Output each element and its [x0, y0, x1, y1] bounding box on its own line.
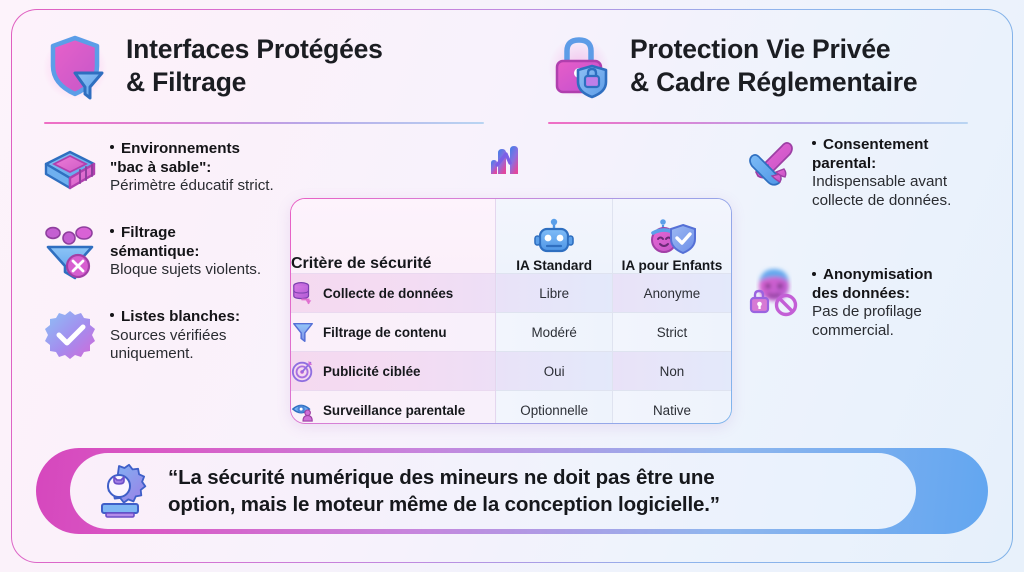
left-panel-divider — [44, 122, 484, 124]
table-cell-criterion: Surveillance parentale — [291, 390, 497, 423]
quote-banner-body: “La sécurité numérique des mineurs ne do… — [70, 453, 916, 529]
bullet-dot-icon — [110, 229, 114, 234]
analytics-chart-icon — [484, 141, 526, 181]
list-item-heading: Listes blanches: — [110, 308, 298, 327]
table-header-standard: IA Standard — [495, 199, 613, 274]
bullet-dot-icon — [110, 145, 114, 150]
shield-funnel-icon — [43, 30, 110, 102]
list-item-heading-line1: Filtrage — [121, 224, 176, 241]
table-cell-standard: Libre — [495, 273, 613, 313]
list-item-text: Filtrage sémantique: Bloque sujets viole… — [110, 220, 298, 280]
bullet-dot-icon — [110, 313, 114, 318]
anonymisation-face-lock-icon — [742, 264, 802, 324]
list-item-heading-line2: sémantique: — [110, 242, 200, 260]
list-item-heading-line1: Environnements — [121, 140, 240, 157]
list-item: Consentement parental: Indispensable ava… — [742, 132, 998, 210]
list-item-heading-line2: "bac à sable": — [110, 158, 212, 176]
quote-line-1: “La sécurité numérique des mineurs ne do… — [168, 465, 715, 489]
list-item-heading: Filtrage — [110, 224, 298, 243]
table-cell-kids: Strict — [612, 312, 731, 352]
list-item-text: Listes blanches: Sources vérifiées uniqu… — [110, 304, 298, 364]
table-header-row: Critère de sécurité — [291, 199, 731, 274]
list-item-heading-line1: Consentement — [823, 136, 929, 153]
left-panel-title-line2: & Filtrage — [126, 67, 247, 97]
table-header-criterion: Critère de sécurité — [291, 199, 497, 274]
robot-icon — [496, 217, 612, 257]
list-item-heading: Anonymisation — [812, 266, 998, 285]
table-cell-criterion-label: Filtrage de contenu — [323, 324, 447, 340]
table-header-standard-label: IA Standard — [516, 258, 593, 273]
table-cell-kids: Non — [612, 351, 731, 391]
quote-banner: “La sécurité numérique des mineurs ne do… — [36, 448, 988, 534]
parental-eye-icon — [291, 398, 315, 422]
list-item-detail: Périmètre éducatif strict. — [110, 177, 274, 195]
list-item-detail: Pas de profilage commercial. — [812, 303, 922, 339]
table-row: Filtrage de contenu Modéré Strict — [291, 312, 731, 352]
parental-consent-hands-icon — [742, 134, 802, 194]
list-item-text: Anonymisation des données: Pas de profil… — [812, 262, 998, 340]
right-panel-divider — [548, 122, 968, 124]
child-robot-shield-icon — [613, 217, 731, 257]
left-panel-header: Interfaces Protégées & Filtrage — [43, 30, 464, 102]
padlock-shield-icon — [548, 30, 614, 102]
right-panel-title-line2: & Cadre Réglementaire — [630, 67, 918, 97]
comparison-table: Critère de sécurité — [290, 198, 732, 424]
right-panel-header: Protection Vie Privée & Cadre Réglementa… — [548, 30, 968, 102]
list-item-heading: Environnements — [110, 140, 298, 159]
semantic-filter-icon — [40, 222, 100, 282]
left-panel-title: Interfaces Protégées & Filtrage — [126, 33, 383, 99]
list-item: Anonymisation des données: Pas de profil… — [742, 262, 998, 340]
list-item: Filtrage sémantique: Bloque sujets viole… — [40, 220, 298, 282]
table-header-kids-label: IA pour Enfants — [621, 258, 723, 273]
gear-wrench-icon — [92, 462, 150, 520]
table-cell-kids: Native — [612, 390, 731, 423]
table-cell-criterion-label: Surveillance parentale — [323, 402, 466, 418]
list-item-heading-line2: des données: — [812, 284, 910, 302]
table-cell-criterion-label: Publicité ciblée — [323, 363, 421, 379]
list-item-detail: Sources vérifiées uniquement. — [110, 326, 227, 363]
list-item-heading-line1: Listes blanches: — [121, 308, 241, 325]
database-icon — [291, 281, 315, 305]
whitelist-check-badge-icon — [40, 306, 100, 366]
list-item-detail: Indispensable avant collecte de données. — [812, 173, 952, 209]
table-cell-standard: Modéré — [495, 312, 613, 352]
list-item-heading: Consentement — [812, 136, 998, 155]
sandbox-icon — [40, 138, 100, 198]
table-row: Surveillance parentale Optionnelle Nativ… — [291, 390, 731, 423]
left-panel-title-line1: Interfaces Protégées — [126, 33, 383, 64]
list-item-heading-line1: Anonymisation — [823, 266, 933, 284]
right-panel-list: Consentement parental: Indispensable ava… — [742, 132, 998, 362]
list-item-heading-line2: parental: — [812, 154, 877, 172]
table-cell-criterion: Publicité ciblée — [291, 351, 497, 391]
list-item-text: Consentement parental: Indispensable ava… — [812, 132, 998, 210]
bullet-dot-icon — [812, 271, 816, 276]
table-cell-criterion-label: Collecte de données — [323, 285, 454, 301]
quote-text: “La sécurité numérique des mineurs ne do… — [168, 464, 720, 519]
table-cell-criterion: Filtrage de contenu — [291, 312, 497, 352]
table-header-kids: IA pour Enfants — [612, 199, 731, 274]
right-panel-title-line1: Protection Vie Privée — [630, 33, 891, 64]
table-row: Publicité ciblée Oui Non — [291, 351, 731, 391]
table-cell-kids: Anonyme — [612, 273, 731, 313]
list-item: Environnements "bac à sable": Périmètre … — [40, 136, 298, 198]
table-row: Collecte de données Libre Anonyme — [291, 273, 731, 313]
right-panel-title: Protection Vie Privée & Cadre Réglementa… — [630, 33, 918, 99]
funnel-icon — [291, 320, 315, 344]
list-item-text: Environnements "bac à sable": Périmètre … — [110, 136, 298, 196]
table-cell-standard: Optionnelle — [495, 390, 613, 423]
quote-line-2: option, mais le moteur même de la concep… — [168, 493, 720, 516]
list-item: Listes blanches: Sources vérifiées uniqu… — [40, 304, 298, 366]
table-cell-standard: Oui — [495, 351, 613, 391]
table-cell-criterion: Collecte de données — [291, 273, 497, 313]
list-item-detail: Bloque sujets violents. — [110, 261, 262, 279]
target-icon — [291, 359, 315, 383]
bullet-dot-icon — [812, 141, 816, 146]
left-panel-list: Environnements "bac à sable": Périmètre … — [40, 136, 298, 388]
